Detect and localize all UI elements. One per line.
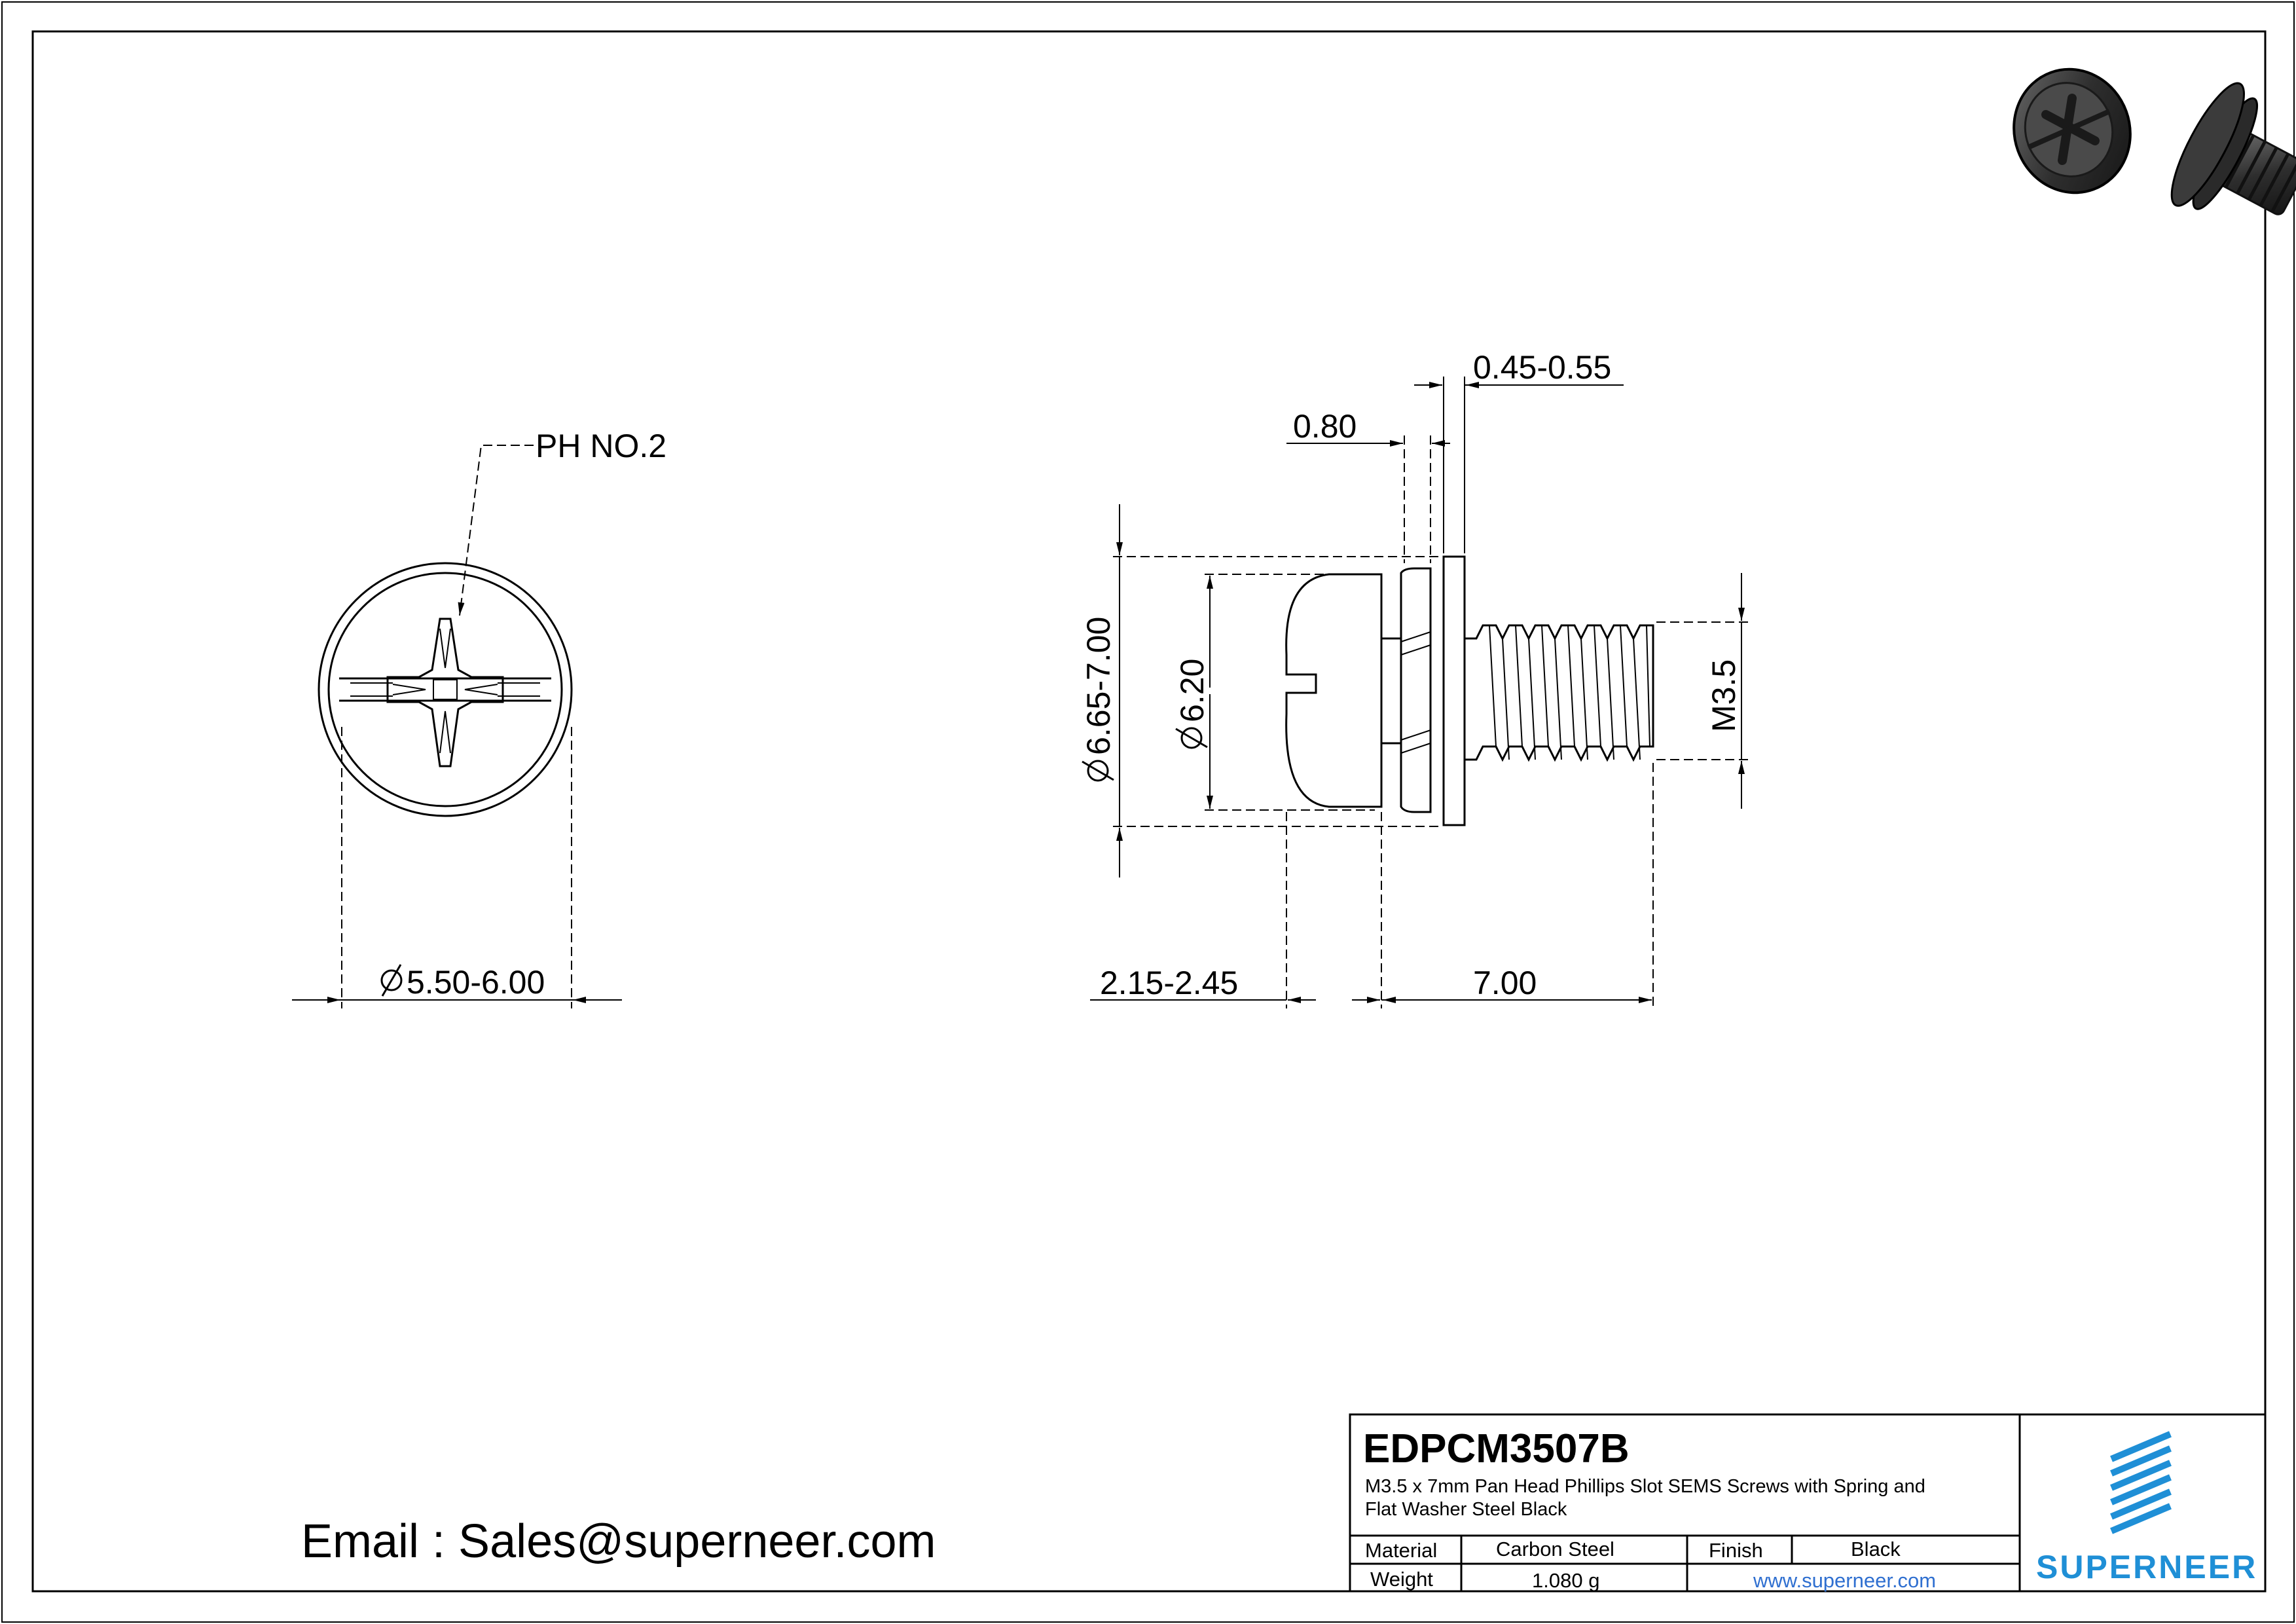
weight-value: 1.080 g [1532,1569,1599,1592]
phillips-recess [386,618,504,767]
spring-washer [1400,567,1432,813]
slot-lines [339,677,551,702]
drive-leader: PH NO.2 [458,428,666,616]
weight-label: Weight [1370,1568,1433,1591]
logo-mark-icon [2110,1431,2172,1534]
pan-head [1285,573,1383,808]
side-dimension-labels: 0.45-0.55 0.80 6.65-7.00 6.20 M3.5 2.15-… [1080,349,1742,1001]
head-inner-circle [327,572,563,807]
drive-label: PH NO.2 [536,428,666,464]
description-line-2: Flat Washer Steel Black [1365,1499,1567,1520]
finish-label: Finish [1709,1539,1763,1562]
diameter-symbol-icon [1087,760,1109,782]
front-diameter-label: 5.50-6.00 [407,964,545,1001]
front-diameter-dim [292,727,622,1008]
title-block-text: EDPCM3507B M3.5 x 7mm Pan Head Phillips … [1363,1426,1936,1592]
title-block [1349,1413,2267,1593]
phillips-center [433,679,458,700]
spring-thickness-label: 0.80 [1293,408,1357,445]
material-value: Carbon Steel [1496,1538,1614,1560]
washer-thickness-label: 0.45-0.55 [1473,349,1611,386]
diameter-symbol-icon [380,969,403,991]
phillips-inner [392,628,498,754]
email-text: Email : Sales@superneer.com [301,1515,936,1568]
head-outer-circle [318,562,573,817]
length-label: 7.00 [1473,965,1537,1001]
front-view [318,562,573,817]
head-height-label: 2.15-2.45 [1100,965,1238,1001]
flat-washer [1442,555,1466,826]
front-diameter-text: 5.50-6.00 [380,964,545,1001]
head-diameter-label: 6.20 [1174,659,1211,722]
finish-value: Black [1851,1538,1901,1560]
brand-name: SUPERNEER [2036,1549,2257,1585]
part-number: EDPCM3507B [1363,1426,1630,1471]
website-link[interactable]: www.superneer.com [1753,1569,1936,1592]
drawing-frame [31,30,2267,1593]
washer-diameter-label: 6.65-7.00 [1080,617,1117,755]
side-view [1285,555,1654,826]
description-line-1: M3.5 x 7mm Pan Head Phillips Slot SEMS S… [1365,1476,1925,1497]
screw-3d-icon [2013,67,2296,215]
side-dimensions [1090,377,1748,1008]
diameter-symbol-icon [1180,727,1203,749]
thread [1465,624,1654,762]
superneer-logo: SUPERNEER [2036,1431,2257,1585]
thread-size-label: M3.5 [1705,659,1742,732]
material-label: Material [1365,1539,1437,1562]
